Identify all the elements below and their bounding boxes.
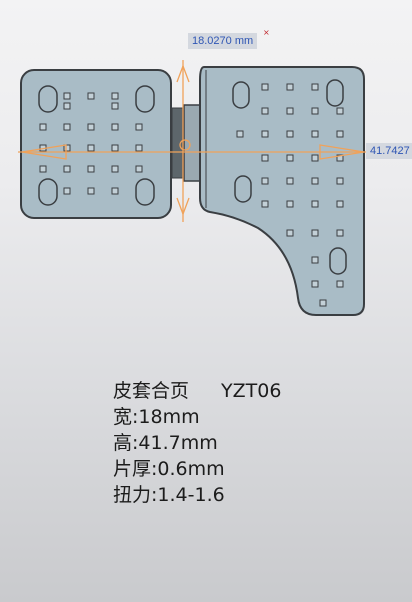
square-hole — [63, 165, 71, 173]
dimension-lines — [18, 60, 368, 222]
square-hole — [286, 83, 294, 91]
spec-thickness: 片厚:0.6mm — [113, 458, 225, 480]
square-hole — [286, 229, 294, 237]
spec-torque: 扭力:1.4-1.6 — [113, 484, 225, 506]
spec-value: 41.7mm — [138, 432, 218, 454]
square-hole — [135, 123, 143, 131]
square-hole — [336, 229, 344, 237]
square-hole — [87, 165, 95, 173]
square-hole — [135, 165, 143, 173]
right-leaf-hole-grid — [236, 83, 344, 307]
square-hole — [311, 107, 319, 115]
product-title-line: 皮套合页 YZT06 — [113, 378, 281, 404]
spec-label: 扭力 — [113, 484, 152, 506]
pivot-marker — [179, 139, 191, 151]
arrow-right — [319, 144, 365, 160]
square-hole — [111, 187, 119, 195]
square-hole — [286, 177, 294, 185]
square-hole — [336, 280, 344, 288]
spec-value: 18mm — [138, 406, 200, 428]
spec-width: 宽:18mm — [113, 406, 200, 428]
square-hole — [336, 177, 344, 185]
square-hole — [39, 123, 47, 131]
square-hole — [336, 200, 344, 208]
product-name: 皮套合页 — [113, 380, 190, 402]
square-hole — [261, 200, 269, 208]
square-hole — [311, 177, 319, 185]
right-leaf-plate — [199, 66, 365, 316]
slot-hole — [38, 85, 58, 113]
slot-hole — [135, 178, 155, 206]
square-hole — [111, 92, 119, 100]
spec-value: 1.4-1.6 — [157, 484, 225, 506]
height-dimension-label[interactable]: 41.7427 — [366, 143, 412, 159]
square-hole — [336, 130, 344, 138]
left-leaf-slots — [38, 85, 155, 206]
square-hole — [63, 92, 71, 100]
square-hole — [261, 177, 269, 185]
square-hole — [336, 107, 344, 115]
square-hole — [261, 154, 269, 162]
spec-label: 高 — [113, 432, 133, 454]
spec-label: 片厚 — [113, 458, 152, 480]
arrow-left — [21, 144, 67, 160]
square-hole — [261, 130, 269, 138]
slot-hole — [326, 79, 344, 107]
arrow-up — [176, 64, 190, 83]
square-hole — [319, 299, 327, 307]
square-hole — [261, 83, 269, 91]
square-hole — [311, 83, 319, 91]
spec-value: 0.6mm — [157, 458, 225, 480]
width-dimension-label[interactable]: 18.0270 mm — [188, 33, 258, 49]
square-hole — [286, 154, 294, 162]
square-hole — [311, 154, 319, 162]
square-hole — [111, 123, 119, 131]
square-hole — [63, 187, 71, 195]
hinge-knuckle-dark — [171, 107, 185, 179]
square-hole — [63, 144, 71, 152]
slot-hole — [232, 81, 250, 109]
left-leaf-hole-grid — [39, 92, 143, 195]
square-hole — [87, 187, 95, 195]
arrow-down — [176, 197, 190, 216]
square-hole — [286, 107, 294, 115]
product-spec-block: 皮套合页 YZT06 宽:18mm 高:41.7mm 片厚:0.6mm 扭力:1.… — [113, 378, 281, 508]
square-hole — [63, 102, 71, 110]
square-hole — [87, 92, 95, 100]
square-hole — [87, 123, 95, 131]
slot-hole — [135, 85, 155, 113]
square-hole — [311, 256, 319, 264]
square-hole — [311, 229, 319, 237]
cad-model-view — [18, 60, 368, 316]
slot-hole — [329, 247, 347, 275]
square-hole — [286, 130, 294, 138]
slot-hole — [234, 175, 252, 203]
square-hole — [311, 130, 319, 138]
square-hole — [111, 102, 119, 110]
square-hole — [87, 144, 95, 152]
left-leaf-plate — [20, 69, 172, 219]
spec-label: 宽 — [113, 406, 133, 428]
square-hole — [63, 123, 71, 131]
right-leaf-slots — [232, 79, 347, 275]
square-hole — [39, 165, 47, 173]
square-hole — [311, 280, 319, 288]
square-hole — [236, 130, 244, 138]
product-model: YZT06 — [221, 380, 282, 402]
square-hole — [111, 144, 119, 152]
square-hole — [111, 165, 119, 173]
square-hole — [261, 107, 269, 115]
square-hole — [311, 200, 319, 208]
square-hole — [135, 144, 143, 152]
square-hole — [286, 200, 294, 208]
square-hole — [336, 154, 344, 162]
close-x-icon[interactable]: × — [263, 28, 270, 37]
spec-height: 高:41.7mm — [113, 432, 218, 454]
slot-hole — [38, 178, 58, 206]
